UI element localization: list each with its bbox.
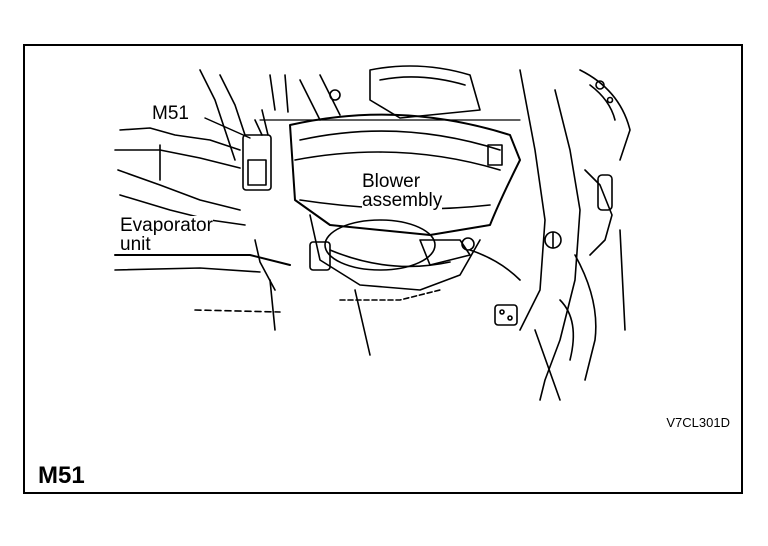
blower-label-line2: assembly <box>362 190 443 211</box>
evaporator-label-line1: Evaporator <box>120 215 213 236</box>
figure-frame <box>23 44 743 494</box>
blower-label-line1: Blower <box>362 171 421 192</box>
reference-code: V7CL301D <box>666 415 730 430</box>
figure-title: M51 <box>38 462 85 489</box>
m51-connector-label: M51 <box>152 103 189 124</box>
evaporator-label-line2: unit <box>120 234 151 255</box>
